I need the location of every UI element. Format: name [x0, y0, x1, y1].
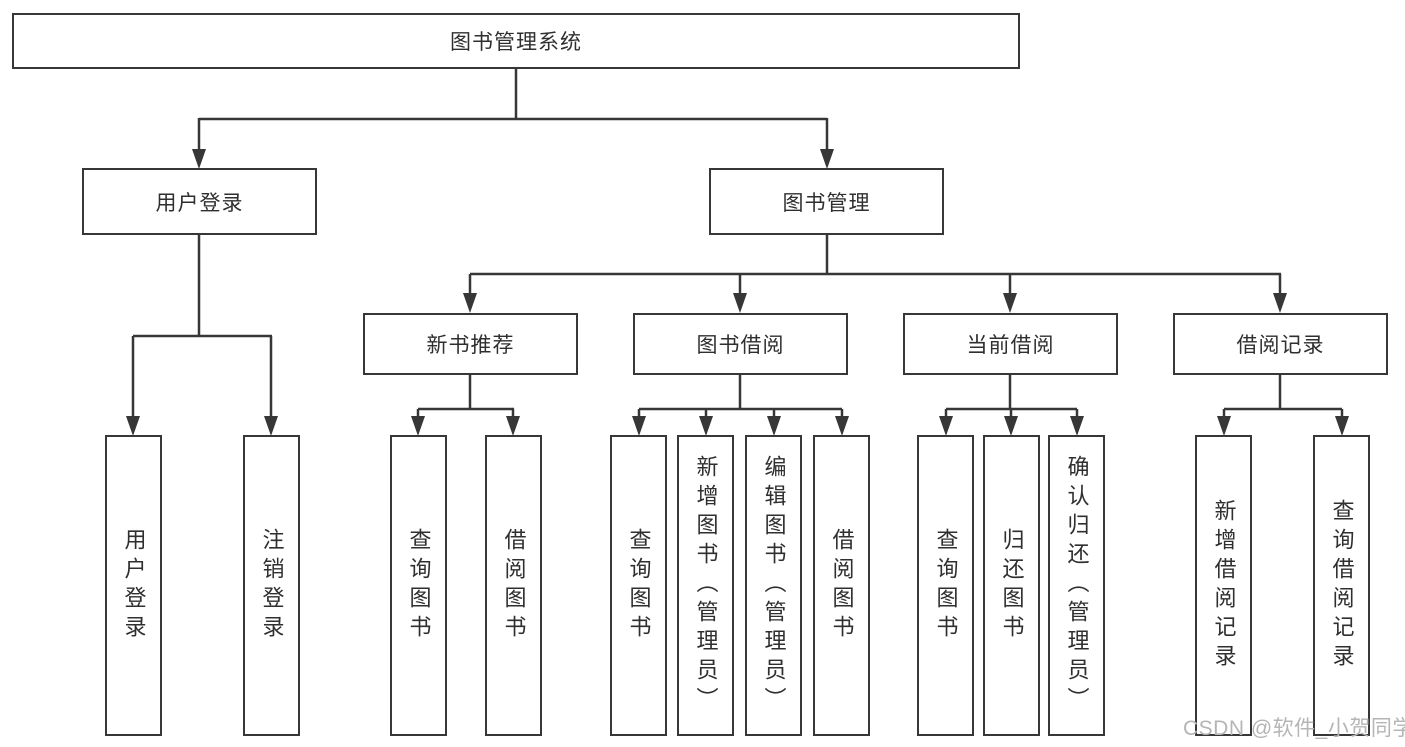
borrow-leaf-borrow-books: 借阅图书 — [813, 435, 870, 736]
leaf-label: 新增借阅记录 — [1211, 498, 1237, 673]
node-label: 新书推荐 — [426, 334, 515, 357]
node-book-borrow: 图书借阅 — [633, 313, 848, 375]
node-book-management: 图书管理 — [709, 168, 944, 235]
csdn-watermark: CSDN @软件_小贺同学 — [1183, 717, 1405, 740]
leaf-label: 注销登录 — [259, 527, 285, 644]
leaf-label: 归还图书 — [999, 527, 1025, 644]
recommend-leaf-borrow-books: 借阅图书 — [485, 435, 542, 736]
borrow-leaf-add-books-admin: 新增图书（管理员） — [677, 435, 734, 736]
leaf-label: 借阅图书 — [829, 527, 855, 644]
node-label: 图书管理 — [782, 191, 871, 215]
borrow-leaf-query-books: 查询图书 — [610, 435, 667, 736]
records-leaf-add-borrow-record: 新增借阅记录 — [1195, 435, 1252, 736]
leaf-label: 借阅图书 — [501, 527, 527, 644]
node-user-login: 用户登录 — [82, 168, 317, 235]
leaf-user-login: 用户登录 — [105, 435, 162, 736]
leaf-label: 查询图书 — [933, 527, 959, 644]
node-borrow-records: 借阅记录 — [1173, 313, 1388, 375]
records-leaf-query-borrow-record: 查询借阅记录 — [1313, 435, 1370, 736]
node-current-borrow: 当前借阅 — [903, 313, 1118, 375]
node-label: 图书借阅 — [696, 334, 785, 357]
current-leaf-query-books: 查询图书 — [917, 435, 974, 736]
node-new-book-recommend: 新书推荐 — [363, 313, 578, 375]
node-label: 当前借阅 — [966, 334, 1055, 357]
leaf-label: 查询借阅记录 — [1329, 498, 1355, 673]
current-leaf-confirm-return-admin: 确认归还（管理员） — [1048, 435, 1105, 736]
leaf-label: 查询图书 — [406, 527, 432, 644]
node-label: 用户登录 — [155, 191, 244, 215]
leaf-label: 查询图书 — [626, 527, 652, 644]
current-leaf-return-books: 归还图书 — [983, 435, 1040, 736]
leaf-label: 确认归还（管理员） — [1064, 455, 1090, 716]
leaf-label: 编辑图书（管理员） — [761, 455, 787, 716]
node-label: 图书管理系统 — [450, 31, 582, 54]
node-library-system: 图书管理系统 — [12, 13, 1020, 69]
recommend-leaf-query-books: 查询图书 — [390, 435, 447, 736]
borrow-leaf-edit-books-admin: 编辑图书（管理员） — [745, 435, 802, 736]
node-label: 借阅记录 — [1236, 334, 1325, 357]
leaf-logout: 注销登录 — [243, 435, 300, 736]
leaf-label: 用户登录 — [121, 527, 147, 644]
leaf-label: 新增图书（管理员） — [693, 455, 719, 716]
